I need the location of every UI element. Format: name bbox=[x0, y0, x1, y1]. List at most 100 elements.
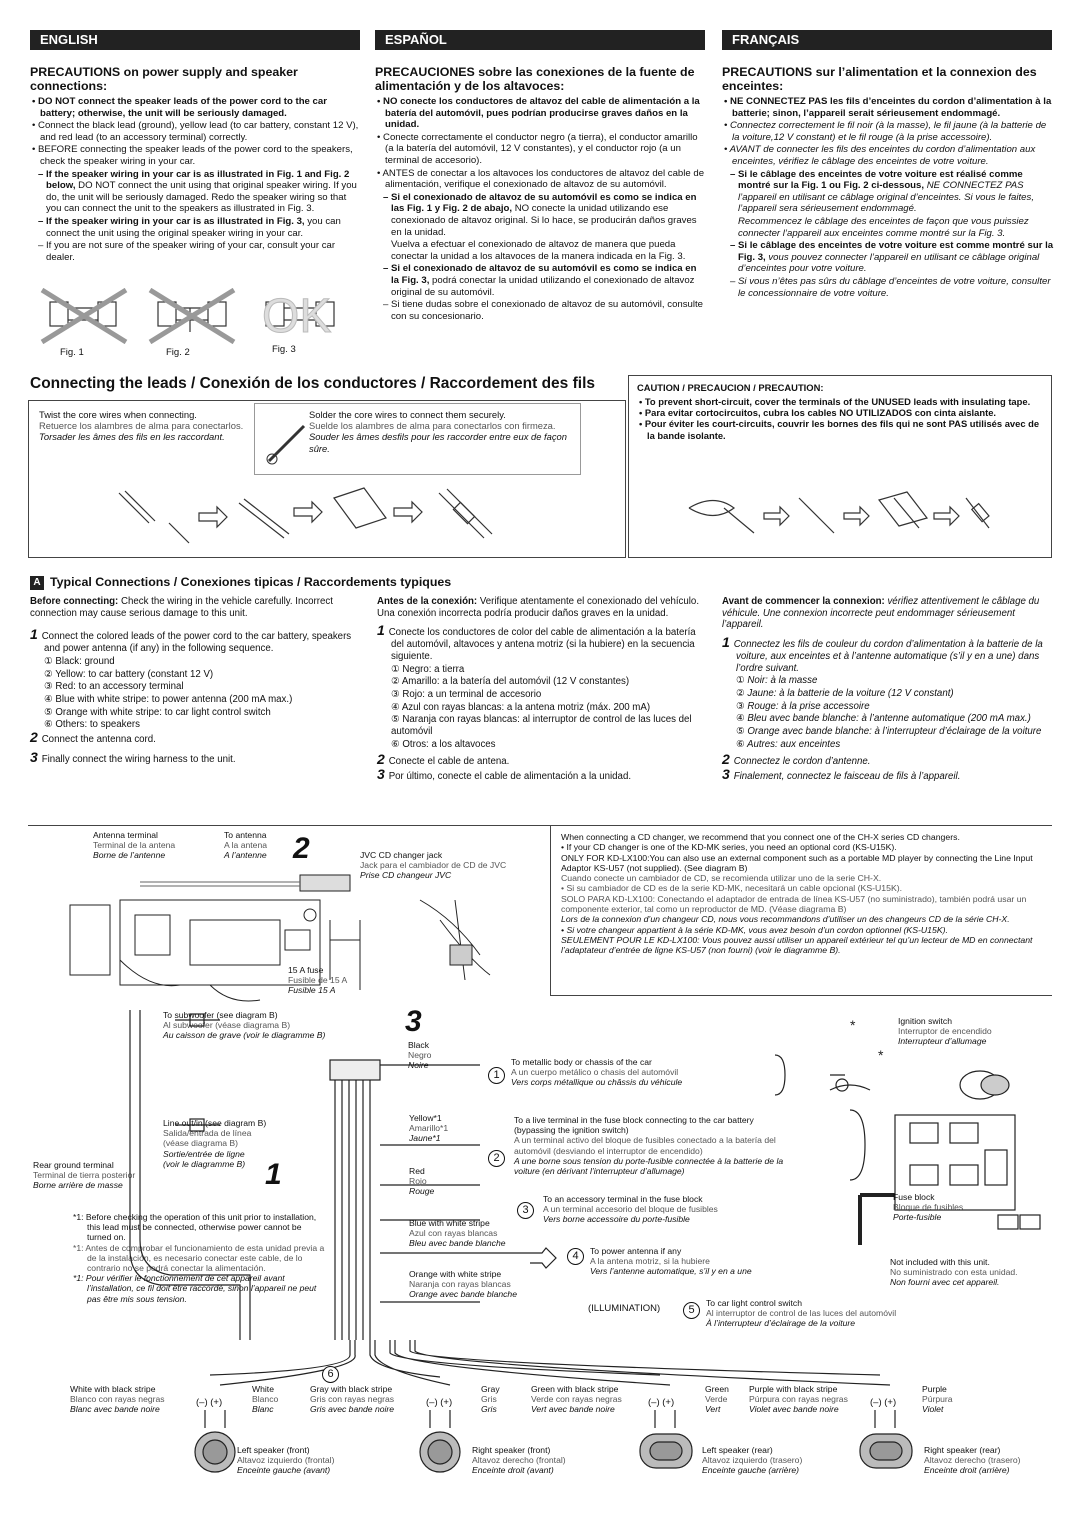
header-francais: FRANÇAIS bbox=[722, 30, 1052, 50]
header-espanol: ESPAÑOL bbox=[375, 30, 705, 50]
precaution-fr-4: – Si le câblage des enceintes de votre v… bbox=[730, 168, 1034, 215]
speaker-wiring-figures: OK bbox=[40, 288, 335, 344]
twist-instruction: Twist the core wires when connecting. Re… bbox=[39, 409, 244, 443]
leads-box: Twist the core wires when connecting. Re… bbox=[28, 400, 626, 558]
precautions-es-title: PRECAUCIONES sobre las conexiones de la … bbox=[375, 65, 695, 93]
svg-text:*: * bbox=[850, 1017, 856, 1033]
typical-connections-title: Typical Connections / Conexiones tipicas… bbox=[50, 575, 452, 589]
marker-1: 1 bbox=[488, 1067, 505, 1084]
precaution-fr-3: • AVANT de connecter les fils des encein… bbox=[724, 144, 1036, 167]
speakers-icon bbox=[194, 1410, 913, 1473]
wire-twist-steps-icon bbox=[118, 487, 493, 544]
marker-4: 4 bbox=[567, 1248, 584, 1265]
precautions-es: PRECAUCIONES sobre las conexiones de la … bbox=[375, 65, 707, 323]
accessory-terminal-label: To an accessory terminal in the fuse blo… bbox=[543, 1194, 718, 1225]
header-english: ENGLISH bbox=[30, 30, 360, 50]
polarity-4: (–) (+) bbox=[870, 1397, 897, 1408]
precaution-en-3: • BEFORE connecting the speaker leads of… bbox=[32, 144, 353, 167]
live-terminal-label: To a live terminal in the fuse block con… bbox=[514, 1115, 784, 1177]
leads-section-title: Connecting the leads / Conexión de los c… bbox=[30, 375, 596, 392]
typical-es: Antes de la conexión: Verifique atentame… bbox=[377, 596, 707, 784]
caution-text: • To prevent short-circuit, cover the te… bbox=[639, 396, 1040, 441]
precautions-en: PRECAUTIONS on power supply and speaker … bbox=[30, 65, 362, 264]
marker-2: 2 bbox=[488, 1150, 505, 1167]
precaution-fr-2: • Connectez correctement le fil noir (à … bbox=[724, 120, 1047, 143]
fig2-label: Fig. 2 bbox=[166, 347, 190, 358]
precaution-es-4c: Vuelva a efectuar el conexionado de alta… bbox=[391, 239, 686, 262]
ok-mark: OK bbox=[262, 290, 331, 343]
precaution-fr-6: – Si vous n’êtes pas sûrs du câblage d’e… bbox=[730, 275, 1051, 299]
typical-en: Before connecting: Check the wiring in t… bbox=[30, 596, 365, 766]
precaution-fr-5: – Si le câblage des enceintes de votre v… bbox=[730, 240, 1054, 275]
head-unit-rear-icon bbox=[69, 874, 491, 1002]
wiring-harness-icon bbox=[129, 1010, 557, 1340]
polarity-2: (–) (+) bbox=[426, 1397, 453, 1408]
caution-box: CAUTION / PRECAUCION / PRECAUTION: • To … bbox=[628, 375, 1052, 558]
precaution-en-6: – If you are not sure of the speaker wir… bbox=[38, 240, 336, 263]
marker-5: 5 bbox=[683, 1302, 700, 1319]
precaution-es-4: – Si el conexionado de altavoz de su aut… bbox=[383, 191, 697, 238]
precautions-fr: PRECAUTIONS sur l’alimentation et la con… bbox=[722, 65, 1055, 300]
precaution-es-2: • Conecte correctamente el conductor neg… bbox=[377, 131, 698, 166]
soldering-iron-icon bbox=[266, 424, 306, 465]
polarity-3: (–) (+) bbox=[648, 1397, 675, 1408]
marker-6: 6 bbox=[322, 1366, 339, 1383]
solder-instruction: Solder the core wires to connect them se… bbox=[309, 409, 567, 454]
fig3-label: Fig. 3 bbox=[272, 344, 296, 355]
precaution-es-6: – Si tiene dudas sobre el conexionado de… bbox=[383, 299, 703, 322]
diagram-top-rule bbox=[28, 825, 1052, 826]
precaution-en-1: • DO NOT connect the speaker leads of th… bbox=[32, 96, 327, 119]
line-io-label: Line out/in (see diagram B)Salida/entrad… bbox=[163, 1118, 267, 1169]
polarity-1: (–) (+) bbox=[196, 1397, 223, 1408]
typical-fr: Avant de commencer la connexion: vérifie… bbox=[722, 596, 1054, 784]
marker-3: 3 bbox=[517, 1202, 534, 1219]
fig1-label: Fig. 1 bbox=[60, 347, 84, 358]
not-included-label: Not included with this unit.No suministr… bbox=[890, 1257, 1018, 1288]
speaker-left-rear-label: Left speaker (rear)Altavoz izquierdo (tr… bbox=[702, 1445, 803, 1476]
subwoofer-label: To subwoofer (see diagram B)Al subwoofer… bbox=[163, 1010, 326, 1041]
speaker-right-front-label: Right speaker (front)Altavoz derecho (fr… bbox=[472, 1445, 566, 1476]
precaution-es-3: • ANTES de conectar a los altavoces los … bbox=[377, 167, 705, 191]
caution-title: CAUTION / PRECAUCION / PRECAUTION: bbox=[637, 382, 824, 393]
insulating-tape-steps-icon bbox=[688, 491, 990, 534]
precautions-en-title: PRECAUTIONS on power supply and speaker … bbox=[30, 65, 298, 93]
precautions-fr-title: PRECAUTIONS sur l’alimentation et la con… bbox=[722, 65, 1037, 93]
speaker-wire-bundle-icon bbox=[209, 1340, 891, 1386]
ignition-fuse-block-icon: * * bbox=[774, 1017, 1041, 1245]
precaution-fr-4c: Recommencez le câblage des enceintes de … bbox=[738, 215, 1029, 239]
section-a-badge: A bbox=[30, 576, 44, 590]
speaker-right-rear-label: Right speaker (rear)Altavoz derecho (tra… bbox=[924, 1445, 1021, 1476]
precaution-fr-1: • NE CONNECTEZ PAS les fils d’enceintes … bbox=[724, 96, 1052, 119]
solder-panel bbox=[254, 403, 581, 475]
svg-text:*: * bbox=[878, 1047, 884, 1063]
precaution-es-1: • NO conecte los conductores de altavoz … bbox=[377, 96, 700, 131]
speaker-left-front-label: Left speaker (front)Altavoz izquierdo (f… bbox=[237, 1445, 335, 1476]
precaution-es-5: – Si el conexionado de altavoz de su aut… bbox=[383, 263, 697, 298]
precaution-en-4: – If the speaker wiring in your car is a… bbox=[38, 168, 357, 215]
illumination-label: (ILLUMINATION) bbox=[588, 1303, 661, 1314]
note1: *1: Before checking the operation of thi… bbox=[73, 1212, 325, 1304]
